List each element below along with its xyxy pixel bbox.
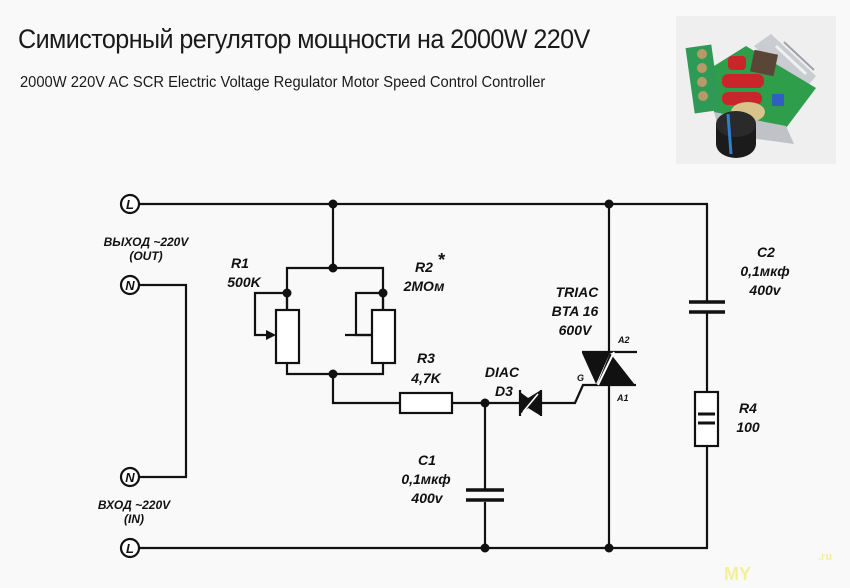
r2-name: R2 bbox=[415, 259, 433, 275]
resistor-r3 bbox=[398, 391, 454, 415]
trimmer-blue bbox=[772, 94, 784, 106]
capacitor-c1 bbox=[466, 488, 504, 502]
triac-model: BTA 16 bbox=[552, 303, 599, 319]
triac-voltage: 600V bbox=[559, 322, 593, 338]
junction-dot bbox=[480, 543, 490, 553]
wire-r1-wiper bbox=[253, 291, 287, 337]
regulator-module-image bbox=[685, 34, 816, 158]
diac-d3 bbox=[518, 390, 543, 416]
junction-dot bbox=[604, 543, 614, 553]
capacitor-red-2 bbox=[722, 92, 762, 105]
input-sub-label: (IN) bbox=[124, 512, 144, 526]
watermark-suffix: .ru bbox=[818, 551, 832, 563]
r3-name: R3 bbox=[417, 350, 435, 366]
wire-bridge-top bbox=[285, 266, 385, 310]
terminal-n-bottom: N bbox=[119, 466, 141, 488]
resistor-r1 bbox=[266, 308, 301, 365]
triac-pin-a2: A2 bbox=[617, 335, 630, 345]
resistor-r2 bbox=[345, 308, 397, 365]
terminal-l-bottom-label: L bbox=[126, 541, 134, 556]
r1-value: 500K bbox=[227, 274, 261, 290]
junction-dot bbox=[328, 199, 338, 209]
c2-voltage: 400v bbox=[748, 282, 781, 298]
junction-dot bbox=[328, 263, 338, 273]
terminal-n-top-label: N bbox=[125, 278, 135, 293]
page-subtitle: 2000W 220V AC SCR Electric Voltage Regul… bbox=[20, 74, 546, 91]
r4-name: R4 bbox=[739, 400, 757, 416]
junction-dot bbox=[604, 199, 614, 209]
input-label: ВХОД ~220V bbox=[98, 498, 171, 512]
junctions bbox=[282, 199, 614, 553]
wiper-arrow-icon bbox=[266, 330, 276, 340]
wire-n-loop bbox=[140, 283, 188, 479]
triac-pin-g: G bbox=[577, 373, 584, 383]
terminal-n-top: N bbox=[119, 274, 141, 296]
r1-name: R1 bbox=[231, 255, 249, 271]
capacitor-c2 bbox=[689, 300, 725, 314]
capacitor-red-3 bbox=[728, 56, 746, 70]
r2-star: * bbox=[437, 250, 445, 270]
knob bbox=[716, 111, 756, 158]
terminal-l-top-label: L bbox=[126, 197, 134, 212]
diac-name: D3 bbox=[495, 383, 513, 399]
junction-dot bbox=[282, 288, 292, 298]
triac-type: TRIAC bbox=[556, 284, 600, 300]
wire-diac-to-gate bbox=[542, 383, 598, 405]
triac-bta16 bbox=[582, 350, 637, 387]
product-photo bbox=[676, 16, 836, 164]
triac-package bbox=[749, 49, 779, 77]
r4-value: 100 bbox=[736, 419, 760, 435]
terminal-l-top: L bbox=[119, 193, 141, 215]
junction-dot bbox=[378, 288, 388, 298]
junction-dot bbox=[328, 369, 338, 379]
triac-pin-a1: A1 bbox=[616, 393, 629, 403]
junction-dot bbox=[480, 398, 490, 408]
terminal-block bbox=[685, 44, 721, 114]
c2-value: 0,1мкф bbox=[740, 263, 789, 279]
c1-name: C1 bbox=[418, 452, 436, 468]
c1-voltage: 400v bbox=[410, 490, 443, 506]
page-title: Симисторный регулятор мощности на 2000W … bbox=[18, 24, 590, 54]
terminal-n-bottom-label: N bbox=[125, 470, 135, 485]
output-label: ВЫХОД ~220V bbox=[104, 235, 190, 249]
wire-bridge-to-r3 bbox=[331, 374, 400, 405]
r3-value: 4,7K bbox=[410, 370, 441, 386]
resistor-r4 bbox=[693, 390, 720, 448]
capacitor-red-1 bbox=[722, 74, 764, 88]
diac-type: DIAC bbox=[485, 364, 520, 380]
r2-value: 2MОм bbox=[403, 278, 446, 294]
terminal-l-bottom: L bbox=[119, 537, 141, 559]
watermark-text: MY bbox=[724, 564, 751, 584]
output-sub-label: (OUT) bbox=[129, 249, 162, 263]
c2-name: C2 bbox=[757, 244, 775, 260]
c1-value: 0,1мкф bbox=[401, 471, 450, 487]
